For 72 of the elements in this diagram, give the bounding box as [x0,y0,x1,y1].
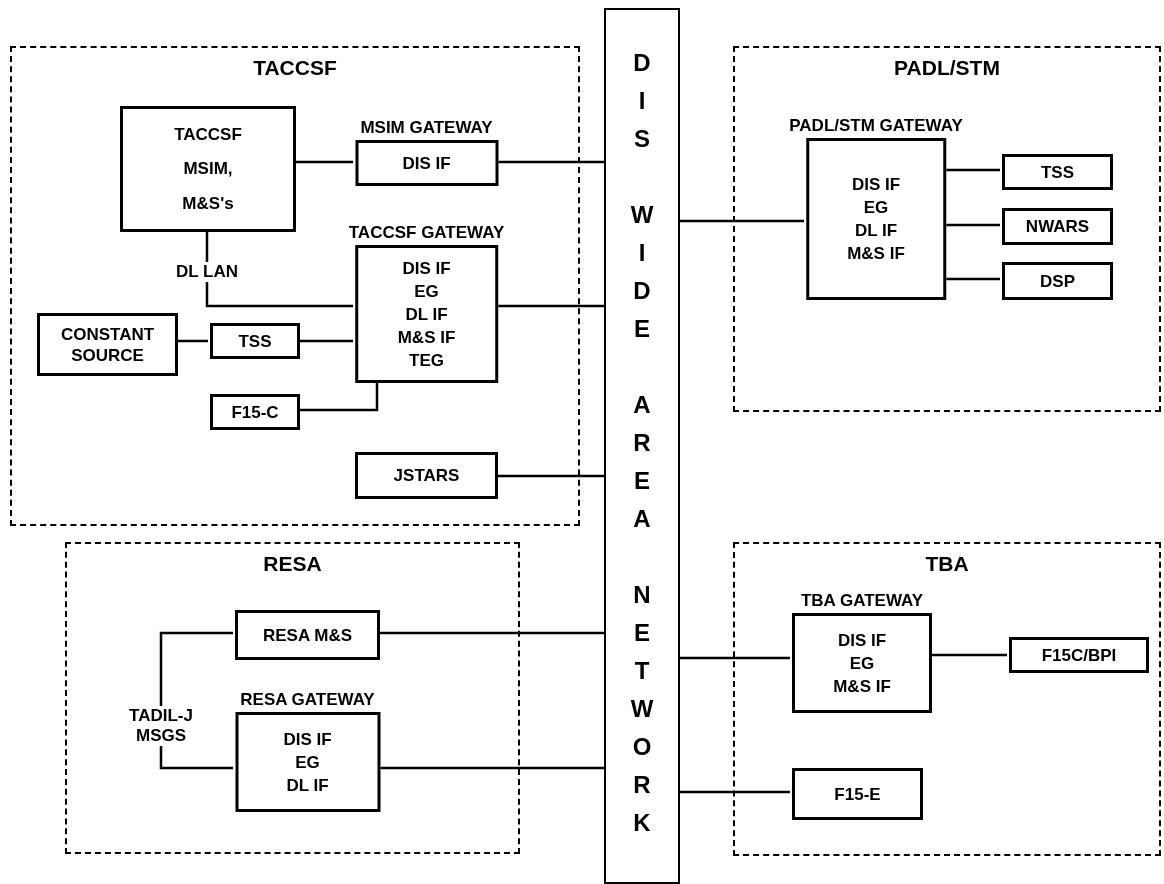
box-label: M&S's [182,193,234,215]
connector-line [496,474,604,478]
box-label: DL IF [286,774,329,797]
connector-line [680,790,790,794]
connector-line [496,304,604,308]
box-label: EG [414,280,439,303]
connector-line [680,656,790,660]
connector-line [378,766,604,770]
network-bus-bar [604,8,680,884]
group-frame [10,46,580,526]
box-label: F15-C [231,401,279,423]
process-box [1009,637,1149,673]
box-label: M&S IF [847,243,905,265]
box-label: DL IF [854,220,898,242]
gateway-label: MSIM GATEWAY [360,117,493,139]
box-label: M&S IF [833,675,891,698]
group-title: TBA [925,552,969,576]
connector-line [378,631,604,635]
group-title: TACCSF [253,56,337,80]
box-label: CONSTANT SOURCE [59,323,156,366]
connector-line [205,230,353,308]
connector-line [944,223,1000,227]
box-label: EG [849,652,875,675]
process-box [355,452,498,499]
box-label: RESA M&S [262,624,353,646]
process-box [210,323,300,359]
connector-line [944,277,1000,281]
process-box [120,106,296,232]
box-label: EG [863,197,889,219]
gateway-label: TBA GATEWAY [800,590,924,612]
group-title: PADL/STM [894,56,1000,80]
box-label: NWARS [1025,216,1090,237]
process-box [792,768,923,820]
box-label: DIS IF [837,629,887,652]
gateway-label: PADL/STM GATEWAY [789,115,963,137]
connector-line [680,219,804,223]
process-box [235,610,380,660]
connector-line [496,160,604,164]
box-label: DIS IF [283,728,332,751]
box-label: TSS [238,330,272,352]
box-label: EG [295,751,320,774]
box-label: JSTARS [393,465,460,486]
box-label: TACCSF [174,123,242,145]
edge-label: DL LAN [174,262,240,282]
box-label: DIS IF [402,257,451,280]
gateway-label: RESA GATEWAY [240,689,375,711]
box-label: DSP [1040,270,1075,292]
box-label: M&S IF [397,326,456,349]
box-label: F15-E [834,783,881,805]
connector-line [298,381,379,412]
process-box [1002,208,1113,245]
group-frame [733,46,1161,412]
group-title: RESA [263,552,322,576]
process-box [1002,154,1113,190]
connector-line [930,653,1007,657]
gateway-label: TACCSF GATEWAY [348,222,505,244]
process-box [210,394,300,430]
box-label: F15C/BPI [1041,644,1117,666]
box-label: MSIM, [183,158,233,180]
network-label: DIS WIDE AREA NETWORK [630,48,654,838]
process-box [1002,262,1113,300]
box-label: TSS [1040,161,1075,183]
connector-line [298,339,353,343]
connector-line [944,168,1000,172]
process-box [37,313,178,376]
box-label: TEG [409,349,444,372]
box-label: DIS IF [851,174,901,196]
connector-line [294,160,353,164]
group-frame [733,542,1161,856]
box-label: DL IF [405,303,448,326]
box-label: DIS IF [402,152,451,175]
connector-line [176,339,208,343]
